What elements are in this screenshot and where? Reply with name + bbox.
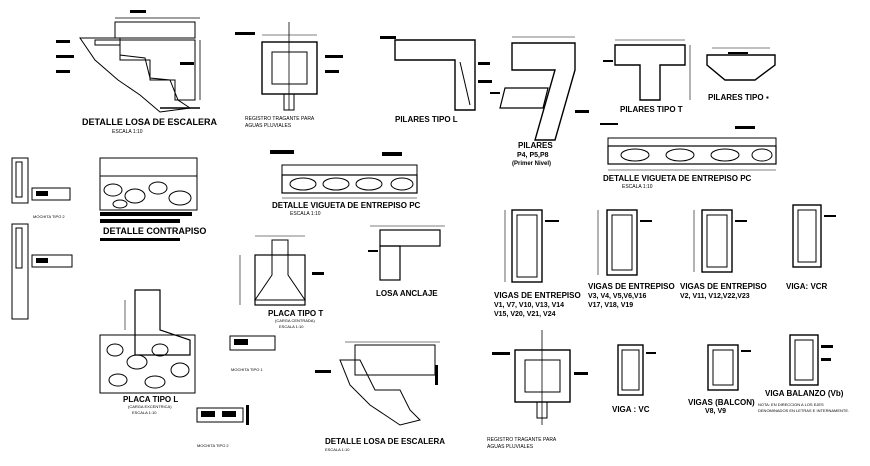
vigueta-center-title: DETALLE VIGUETA DE ENTREPISO PC: [272, 201, 421, 210]
detail-losa-anclaje: LOSA ANCLAJE: [368, 225, 445, 298]
losa-anclaje-title: LOSA ANCLAJE: [376, 289, 438, 298]
registro-bottom-line1: REGISTRO TRAGANTE PARA: [487, 437, 557, 443]
detail-pilares-tipo-l: PILARES TIPO L: [380, 36, 492, 124]
vigas-balcon-line1: VIGAS (BALCON): [688, 398, 755, 407]
vigas-a-line3: V15, V20, V21, V24: [494, 311, 556, 318]
registro-top-line1: REGISTRO TRAGANTE PARA: [245, 116, 315, 122]
pilares-label-1: PILARES: [518, 141, 553, 150]
losa-escalera-top-title: DETALLE LOSA DE ESCALERA: [82, 117, 218, 127]
detail-registro-tragante-bottom: REGISTRO TRAGANTE PARA AGUAS PLUVIALES: [487, 330, 588, 450]
vigas-b-line2: V3, V4, V5,V6,V16: [588, 293, 646, 300]
vigas-balcon-line2: V8, V9: [705, 408, 726, 415]
detail-mochita-1: MOCHITA TIPO 1: [229, 335, 276, 372]
vigas-a-line1: VIGAS DE ENTREPISO: [494, 291, 581, 300]
placa-l-sub: (CARGA EXCENTRICA): [128, 404, 172, 409]
viga-vcr-title: VIGA: VCR: [786, 282, 828, 291]
detail-mochita-left: MOCHITA TIPO 2: [11, 157, 73, 320]
vigas-c-line1: VIGAS DE ENTREPISO: [680, 282, 767, 291]
mochita-bottom-label: MOCHITA TIPO 2: [197, 443, 229, 448]
detail-viga-vcr: VIGA: VCR: [786, 204, 836, 291]
detail-vigueta-right: DETALLE VIGUETA DE ENTREPISO PC ESCALA 1…: [600, 123, 777, 190]
nota-line2: DENOMINADOS EN LETRAS E INTERNAMENTE.: [758, 408, 849, 413]
vigas-c-line2: V2, V11, V12,V22,V23: [680, 293, 750, 300]
detail-pilares-tipo-t: PILARES TIPO T: [603, 39, 691, 114]
detail-mochita-bottom: MOCHITA TIPO 2: [196, 405, 249, 448]
viga-balanzo-title: VIGA BALANZO (Vb): [765, 389, 844, 398]
placa-t-title: PLACA TIPO T: [268, 309, 323, 318]
detail-placa-tipo-t: PLACA TIPO T (CARGA CENTRADA) ESCALA 1:1…: [239, 235, 324, 329]
detail-losa-escalera-bottom: DETALLE LOSA DE ESCALERA ESCALA 1:10: [315, 341, 445, 452]
vigas-a-line2: V1, V7, V10, V13, V14: [494, 302, 564, 309]
mochita-2-label: MOCHITA TIPO 2: [33, 214, 65, 219]
pilares-tipo-right-mark: ▪: [766, 93, 769, 102]
registro-top-line2: AGUAS PLUVIALES: [245, 123, 292, 129]
contrapiso-title: DETALLE CONTRAPISO: [103, 226, 206, 236]
placa-l-scale: ESCALA 1:10: [132, 410, 157, 415]
detail-placa-tipo-l: PLACA TIPO L (CARGA EXCENTRICA) ESCALA 1…: [99, 289, 196, 415]
detail-vigas-balcon: VIGAS (BALCON) V8, V9: [688, 344, 755, 415]
pilares-tipo-right-title: PILARES TIPO: [708, 93, 764, 102]
losa-escalera-bottom-title: DETALLE LOSA DE ESCALERA: [325, 437, 445, 446]
losa-escalera-bottom-scale: ESCALA 1:10: [325, 447, 350, 452]
detail-viga-balanzo: VIGA BALANZO (Vb) NOTA: EN DIRECCION A L…: [758, 334, 849, 413]
detail-vigueta-center: DETALLE VIGUETA DE ENTREPISO PC ESCALA 1…: [270, 150, 421, 217]
vigas-b-line3: V17, V18, V19: [588, 302, 633, 309]
vigueta-right-scale: ESCALA 1:10: [622, 184, 653, 190]
losa-escalera-top-scale: ESCALA 1:10: [112, 129, 143, 135]
detail-viga-vc: VIGA : VC: [612, 344, 656, 414]
pilares-tipo-l-title: PILARES TIPO L: [395, 115, 458, 124]
viga-vc-title: VIGA : VC: [612, 405, 650, 414]
detail-contrapiso: DETALLE CONTRAPISO: [99, 157, 206, 241]
detail-registro-tragante-top: REGISTRO TRAGANTE PARA AGUAS PLUVIALES: [235, 22, 343, 129]
vigueta-right-title: DETALLE VIGUETA DE ENTREPISO PC: [603, 174, 752, 183]
detail-vigas-entrepiso-c: VIGAS DE ENTREPISO V2, V11, V12,V22,V23: [680, 209, 767, 300]
placa-l-title: PLACA TIPO L: [123, 395, 178, 404]
placa-t-scale: ESCALA 1:10: [279, 324, 304, 329]
vigas-b-line1: VIGAS DE ENTREPISO: [588, 282, 675, 291]
detail-pilares-tipo-right: PILARES TIPO ▪: [706, 47, 776, 102]
pilares-tipo-t-title: PILARES TIPO T: [620, 105, 683, 114]
detail-pilares-p4-p5-p8: PILARES P4, P5,P8 (Primer Nivel): [490, 36, 589, 167]
pilares-label-3: (Primer Nivel): [512, 161, 551, 167]
detail-losa-escalera-top: DETALLE LOSA DE ESCALERA ESCALA 1:10: [56, 10, 218, 135]
nota-line1: NOTA: EN DIRECCION A LOS EJES: [758, 402, 824, 407]
detail-vigas-entrepiso-a: VIGAS DE ENTREPISO V1, V7, V10, V13, V14…: [494, 209, 581, 318]
registro-bottom-line2: AGUAS PLUVIALES: [487, 444, 534, 450]
mochita-1-label: MOCHITA TIPO 1: [231, 367, 263, 372]
placa-t-sub: (CARGA CENTRADA): [275, 318, 315, 323]
detail-vigas-entrepiso-b: VIGAS DE ENTREPISO V3, V4, V5,V6,V16 V17…: [588, 209, 675, 309]
pilares-label-2: P4, P5,P8: [517, 152, 549, 159]
vigueta-center-scale: ESCALA 1:10: [290, 211, 321, 217]
